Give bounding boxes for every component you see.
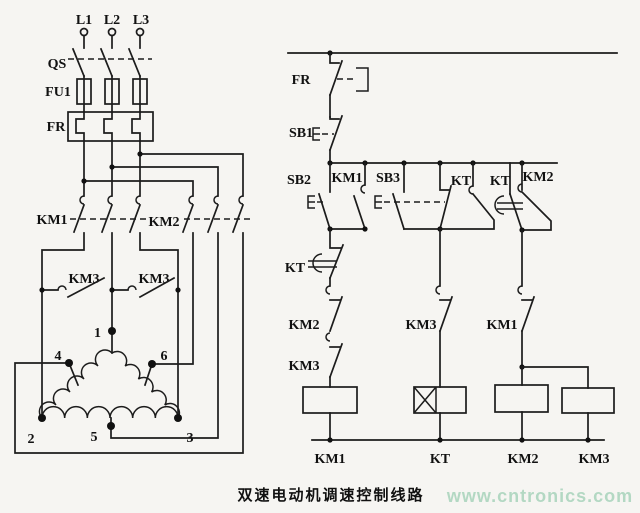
km2-coil <box>494 384 549 413</box>
fuse-2 <box>104 78 120 105</box>
km1-aux-label: KM1 <box>331 171 362 186</box>
contactor-km1-main: KM1 <box>36 195 150 234</box>
km3-coil <box>561 387 615 414</box>
fuse-3 <box>132 78 148 105</box>
terminal-6 <box>148 360 156 368</box>
sb2-actuator <box>307 195 315 209</box>
km2-coil-label: KM2 <box>507 452 538 467</box>
km1-self-hold-contact: KM1 <box>327 162 368 232</box>
terminal-circle-l3 <box>135 27 145 37</box>
winding-side-1-2 <box>38 349 113 419</box>
phase-terminals: L1 L2 L3 <box>76 13 149 37</box>
terminal-1 <box>108 327 116 335</box>
sb2-start-button: SB2 <box>287 162 332 231</box>
km2-nc-interlock: KM2 <box>288 285 344 333</box>
km2-aux-label: KM2 <box>522 170 553 185</box>
km3-right-label: KM3 <box>138 272 169 287</box>
phase-l1-label: L1 <box>76 13 92 28</box>
motor-winding: 1 4 6 2 5 3 <box>28 326 194 447</box>
watermark: www.cntronics.com <box>446 486 633 506</box>
km2-self-hold-contact: KM2 <box>517 162 554 233</box>
fuse-fu1: FU1 <box>45 75 148 113</box>
terminal-6-label: 6 <box>161 349 168 364</box>
kt-no-label: KT <box>451 174 472 189</box>
diagram-caption: 双速电动机调速控制线路 <box>237 486 424 504</box>
km1-nc-interlock: KM1 <box>486 285 536 333</box>
phase-l2-label: L2 <box>104 13 120 28</box>
kt-coil <box>413 386 467 414</box>
winding-side-1-3 <box>111 350 181 419</box>
kt-delayed-no-contact: KT <box>490 162 524 232</box>
sb3-nc-contact <box>437 162 453 232</box>
terminal-5-label: 5 <box>91 430 98 445</box>
km2-main-label: KM2 <box>148 215 179 230</box>
km1-coil-branch: KT KM2 KM3 <box>285 228 358 441</box>
terminal-4 <box>65 359 73 367</box>
control-circuit: FR SB1 SB2 <box>285 50 618 467</box>
fuse-1 <box>76 78 92 105</box>
terminal-5 <box>107 422 115 430</box>
power-circuit: L1 L2 L3 QS FU1 FR <box>14 13 252 454</box>
km3-nc-b-label: KM3 <box>405 318 436 333</box>
km1-main-label: KM1 <box>36 213 67 228</box>
fu1-label: FU1 <box>45 85 71 100</box>
fr-thermal-symbol <box>356 67 369 92</box>
sb1-stop-button: SB1 <box>289 114 344 164</box>
km2-output-routing <box>14 232 244 454</box>
terminal-2 <box>38 414 46 422</box>
sb1-actuator <box>312 127 320 141</box>
fr-box <box>67 111 154 142</box>
terminal-3-label: 3 <box>187 431 194 446</box>
kt-coil-branch: KM3 <box>405 228 467 441</box>
kt-coil-label: KT <box>430 452 451 467</box>
sb2-label: SB2 <box>287 173 311 188</box>
terminal-4-label: 4 <box>55 349 62 364</box>
km2-km3-coil-branch: KM1 <box>486 229 615 441</box>
kt-delay-no-label: KT <box>490 174 511 189</box>
fr-main-label: FR <box>47 120 67 135</box>
km3-nc-interlock-a: KM3 <box>288 332 344 379</box>
km2-nc-label: KM2 <box>288 318 319 333</box>
sb3-high-speed-button: SB3 <box>374 162 445 231</box>
km3-left-label: KM3 <box>68 272 99 287</box>
terminal-circle-l1 <box>79 27 89 37</box>
sb3-actuator <box>374 195 382 209</box>
qs-label: QS <box>48 57 67 72</box>
km1-coil-label: KM1 <box>314 452 345 467</box>
thermal-relay-fr: FR <box>47 111 154 142</box>
kt-instant-no-contact: KT <box>439 162 495 230</box>
fr-nc-contact: FR <box>292 52 369 118</box>
sb3-label: SB3 <box>376 171 400 186</box>
km3-nc-a-label: KM3 <box>288 359 319 374</box>
terminal-circle-l2 <box>107 27 117 37</box>
km3-nc-interlock-b: KM3 <box>405 285 454 333</box>
winding-side-2-3 <box>41 405 179 419</box>
qs-switch: QS <box>48 34 152 78</box>
phase-taps <box>81 140 244 197</box>
control-bottom-bus: KM1 KT KM2 KM3 <box>311 437 610 467</box>
km1-nc-label: KM1 <box>486 318 517 333</box>
terminal-3 <box>174 414 182 422</box>
terminal-1-label: 1 <box>94 326 101 341</box>
kt-delay-nc-label: KT <box>285 261 306 276</box>
terminal-2-label: 2 <box>28 432 35 447</box>
contactor-km2-main: KM2 <box>148 195 252 234</box>
km3-coil-label: KM3 <box>578 452 609 467</box>
phase-l3-label: L3 <box>133 13 149 28</box>
km1-coil <box>302 386 358 414</box>
km3-bridge-contacts: KM3 KM3 <box>39 272 181 299</box>
kt-delayed-nc-contact: KT <box>285 243 345 280</box>
sb1-label: SB1 <box>289 126 313 141</box>
fr-control-label: FR <box>292 73 312 88</box>
